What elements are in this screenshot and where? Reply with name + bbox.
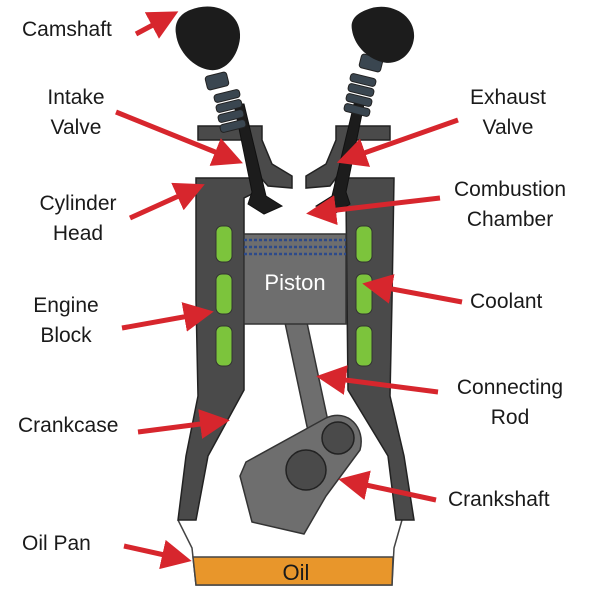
label-crankcase: Crankcase bbox=[18, 414, 118, 437]
crankpin bbox=[321, 421, 355, 455]
arrow-combustion-chamber bbox=[306, 195, 441, 226]
label-oil-pan: Oil Pan bbox=[22, 532, 91, 555]
arrow-connecting-rod bbox=[316, 365, 439, 395]
arrow-crankshaft bbox=[338, 470, 437, 503]
arrow-exhaust-valve bbox=[336, 117, 459, 167]
label-intake-line2: Valve bbox=[51, 116, 102, 139]
label-crankshaft: Crankshaft bbox=[448, 488, 550, 511]
label-connecting-line1: Connecting bbox=[457, 376, 563, 399]
label-camshaft: Camshaft bbox=[22, 18, 112, 41]
label-exhaust-line2: Valve bbox=[483, 116, 534, 139]
piston bbox=[243, 233, 347, 325]
coolant-passage bbox=[355, 225, 373, 263]
label-coolant: Coolant bbox=[470, 290, 543, 313]
callout-arrows bbox=[115, 11, 463, 570]
arrow-oil-pan bbox=[123, 539, 192, 570]
intake-valve bbox=[233, 103, 284, 215]
arrow-cylinder-head bbox=[128, 182, 205, 221]
label-cylinder-line2: Head bbox=[53, 222, 103, 245]
arrow-coolant bbox=[362, 274, 463, 305]
arrow-camshaft bbox=[134, 11, 179, 39]
coolant-passage bbox=[355, 325, 373, 367]
coolant-passage bbox=[355, 273, 373, 315]
piston-label: Piston bbox=[264, 270, 325, 295]
label-connecting-line2: Rod bbox=[491, 406, 530, 429]
coolant-passage bbox=[215, 273, 233, 315]
oil-fill bbox=[192, 556, 394, 586]
oil-label: Oil bbox=[283, 560, 310, 585]
crankshaft-main-journal bbox=[285, 449, 327, 491]
exhaust-valve-spring bbox=[343, 53, 384, 117]
arrow-engine-block bbox=[121, 302, 214, 332]
label-intake-line1: Intake bbox=[47, 86, 104, 109]
coolant-passage bbox=[215, 325, 233, 367]
arrow-intake-valve bbox=[115, 109, 243, 166]
arrow-crankcase bbox=[137, 409, 230, 439]
label-combustion-line1: Combustion bbox=[454, 178, 566, 201]
intake-valve-spring bbox=[204, 71, 247, 133]
label-engine-line2: Block bbox=[40, 324, 92, 347]
camshaft-lobe-exhaust bbox=[351, 6, 415, 63]
label-exhaust-line1: Exhaust bbox=[470, 86, 546, 109]
camshaft-lobe-intake bbox=[175, 6, 241, 71]
label-engine-line1: Engine bbox=[33, 294, 98, 317]
label-cylinder-line1: Cylinder bbox=[39, 192, 116, 215]
label-combustion-line2: Chamber bbox=[467, 208, 553, 231]
coolant-passage bbox=[215, 225, 233, 263]
